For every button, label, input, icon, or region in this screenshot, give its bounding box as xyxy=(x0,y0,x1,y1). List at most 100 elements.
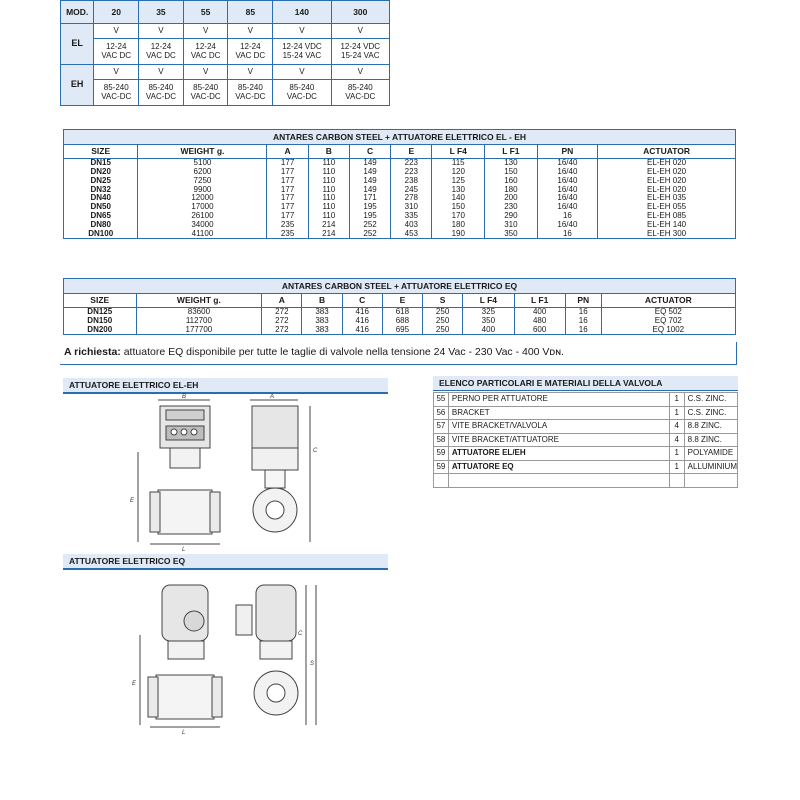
model-cell: 12-24 VAC DC xyxy=(227,38,274,65)
table-cell: 695 xyxy=(381,325,424,336)
part-material: C.S. ZINC. xyxy=(683,405,739,420)
part-quantity: 1 xyxy=(668,392,685,407)
size-cell: DN40 xyxy=(62,194,139,203)
table-cell: EL-EH 020 xyxy=(597,167,736,177)
dim-label-e: E xyxy=(130,498,135,504)
table-cell: EQ 702 xyxy=(600,316,737,326)
table-cell: 245 xyxy=(390,185,433,195)
table-header-cell: ACTUATOR xyxy=(597,144,736,159)
model-cell: 12-24 VAC DC xyxy=(182,38,229,65)
table-header-cell: E xyxy=(390,144,433,159)
model-header-cell: 85 xyxy=(227,0,274,24)
part-material xyxy=(683,473,739,488)
parts-title: ELENCO PARTICOLARI E MATERIALI DELLA VAL… xyxy=(433,376,738,391)
model-cell: V xyxy=(227,64,274,80)
dim-label-c: C xyxy=(298,631,303,637)
table-cell: 16 xyxy=(536,211,599,221)
note-label: A richiesta: xyxy=(64,346,121,358)
table-cell: EL-EH 055 xyxy=(597,203,736,212)
table-cell: EQ 502 xyxy=(600,307,737,317)
model-cell: 85-240 VAC-DC xyxy=(93,79,140,106)
model-cell: V xyxy=(272,64,332,80)
part-number: 56 xyxy=(433,405,449,420)
size-cell: DN20 xyxy=(62,167,139,177)
model-cell: 12-24 VDC 15-24 VAC xyxy=(330,38,391,65)
model-cell: V xyxy=(93,23,140,39)
part-quantity: 1 xyxy=(668,459,685,474)
table-cell: EQ 1002 xyxy=(600,325,737,336)
size-cell: DN65 xyxy=(62,211,139,221)
table-title: ANTARES CARBON STEEL + ATTUATORE ELETTRI… xyxy=(63,129,736,145)
size-cell: DN200 xyxy=(63,325,137,336)
model-cell: 12-24 VAC DC xyxy=(93,38,140,65)
part-quantity: 1 xyxy=(668,446,685,461)
table-header-cell: B xyxy=(307,144,350,159)
dim-label-l: L xyxy=(182,547,185,552)
model-label-eh: EH xyxy=(59,64,95,106)
el-eh-dimensions-table: ANTARES CARBON STEEL + ATTUATORE ELETTRI… xyxy=(62,129,736,240)
model-cell: 85-240 VAC-DC xyxy=(138,79,184,106)
model-header-cell: 20 xyxy=(93,0,140,24)
table-cell: 600 xyxy=(513,325,566,336)
parts-row xyxy=(433,473,739,488)
table-header-cell: C xyxy=(348,144,392,159)
part-description: VITE BRACKET/VALVOLA xyxy=(447,419,670,434)
table-header-cell: S xyxy=(422,293,464,308)
dim-label-c: C xyxy=(313,448,318,454)
model-cell: 85-240 VAC-DC xyxy=(272,79,332,106)
table-cell: EL-EH 020 xyxy=(597,176,736,186)
table-header-cell: PN xyxy=(536,144,599,159)
part-description: VITE BRACKET/ATTUATORE xyxy=(447,432,670,447)
table-cell: EL-EH 020 xyxy=(597,185,736,195)
table-header-cell: A xyxy=(261,293,303,308)
table-cell: 383 xyxy=(301,325,343,336)
model-header-row: MOD. 20 35 55 85 140 300 xyxy=(59,0,391,24)
table-cell: EL-EH 035 xyxy=(597,194,736,203)
table-cell: 400 xyxy=(462,325,515,336)
valve-body xyxy=(157,489,213,535)
model-header-cell: 55 xyxy=(182,0,229,24)
table-header-cell: PN xyxy=(564,293,602,308)
part-material: C.S. ZINC. xyxy=(683,392,739,407)
table-cell: 235 xyxy=(266,229,309,240)
dim-label-a: A xyxy=(269,394,274,400)
note-box xyxy=(60,342,737,365)
table-cell: 350 xyxy=(484,229,538,240)
part-description: ATTUATORE EL/EH xyxy=(447,446,670,461)
table-header-cell: ACTUATOR xyxy=(600,293,737,308)
model-header-cell: 140 xyxy=(272,0,332,24)
table-header-cell: WEIGHT g. xyxy=(137,144,268,159)
table-cell: 252 xyxy=(348,229,392,240)
part-material: ALLUMINIUM xyxy=(683,459,739,474)
bracket xyxy=(169,447,201,469)
model-row: 12-24 VAC DC 12-24 VAC DC 12-24 VAC DC 1… xyxy=(61,38,391,65)
model-header-cell: 35 xyxy=(138,0,184,24)
table-cell: 16/40 xyxy=(536,203,599,212)
part-description: PERNO PER ATTUATORE xyxy=(447,392,670,407)
table-cell: 480 xyxy=(513,316,566,326)
table-cell: 16 xyxy=(536,229,599,240)
el-eh-actuator-drawing: B A E C L xyxy=(130,394,318,552)
part-description xyxy=(447,473,670,488)
table-cell: 416 xyxy=(341,325,383,336)
section-header-el-eh: ATTUATORE ELETTRICO EL-EH xyxy=(63,378,388,394)
table-cell: 403 xyxy=(390,220,433,230)
model-row: EL V V V V V V xyxy=(59,23,391,65)
section-header-eq: ATTUATORE ELETTRICO EQ xyxy=(63,554,388,570)
eq-dimensions-table: ANTARES CARBON STEEL + ATTUATORE ELETTRI… xyxy=(63,278,737,336)
dim-label-s: S xyxy=(310,661,314,667)
dim-label-l: L xyxy=(182,730,185,735)
